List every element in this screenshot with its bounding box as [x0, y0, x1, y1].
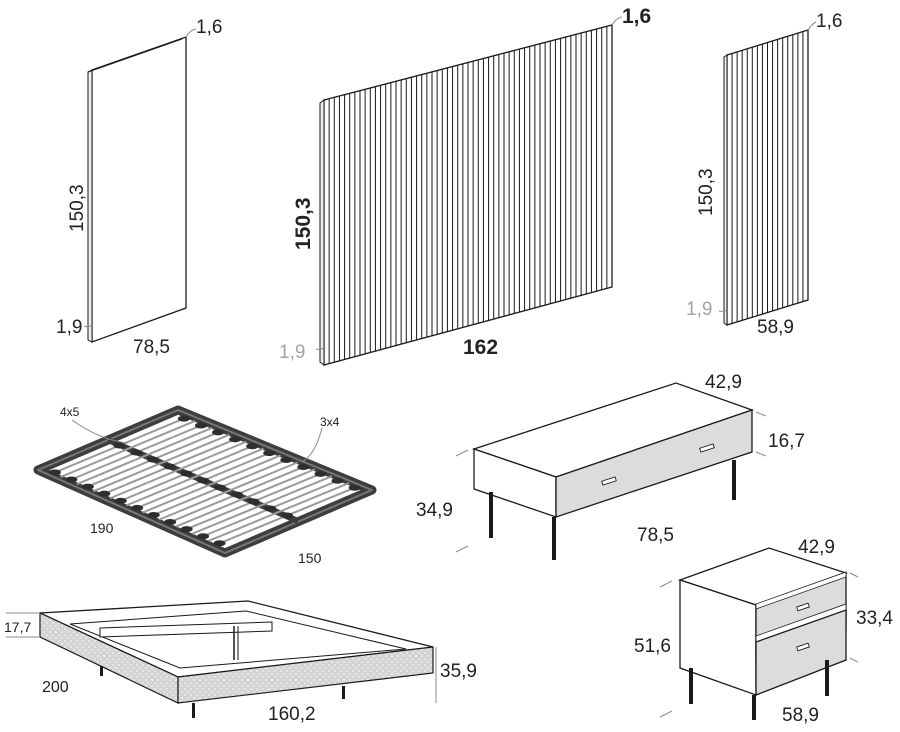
slat-base-callouts: [71, 419, 323, 463]
base-slat-holder: [81, 483, 94, 490]
nightstand: [678, 547, 849, 720]
large-panel-height-label: 150,3: [292, 197, 315, 250]
base-slat-holder: [229, 436, 242, 443]
bed-frame: [39, 600, 434, 718]
bench-chest-dim-lines: [455, 411, 767, 553]
plain-panel: [87, 36, 187, 343]
slat-base-width-label: 150: [298, 550, 322, 566]
large-slatted-panel: [319, 24, 613, 366]
base-slat-holder: [197, 477, 210, 484]
base-slat-holder: [180, 526, 193, 533]
base-slat-holder: [146, 456, 159, 463]
base-slat-holder: [65, 476, 78, 483]
base-slat: [142, 454, 281, 514]
base-slat-holder: [246, 443, 259, 450]
bench-chest-depth-label: 42,9: [705, 372, 742, 393]
small-panel-slats: [731, 31, 804, 324]
base-slat-holder: [263, 450, 276, 457]
large-panel-slats: [328, 26, 608, 364]
base-slat: [175, 468, 316, 528]
base-slat-holders: [48, 415, 361, 547]
base-slat-holder: [314, 470, 327, 477]
base-slat: [191, 475, 333, 535]
base-slat-holder: [164, 519, 177, 526]
small-panel-dim-lines: [718, 21, 817, 312]
base-slat-holder: [194, 422, 207, 429]
plain-panel-dim-lines: [83, 28, 197, 328]
nightstand-drawer-block-height-label: 33,4: [856, 608, 893, 629]
bed-frame-small-height-label: 17,7: [4, 619, 32, 635]
base-slat-holder: [180, 470, 193, 477]
base-slat-holder: [280, 457, 293, 464]
base-slat-holder: [247, 498, 260, 505]
bench-chest: [471, 382, 754, 560]
base-slat-holder: [213, 540, 226, 547]
nightstand-height-label: 51,6: [634, 636, 671, 657]
base-slat: [92, 433, 230, 493]
small-slatted-panel: [723, 29, 809, 326]
base-slat-holder: [348, 484, 361, 491]
base-slat-holder: [98, 490, 111, 497]
bench-chest-width-label: 78,5: [637, 525, 674, 546]
slat-base-corner-label-left: 4x5: [60, 405, 80, 419]
bed-frame-dim-lines: [6, 612, 437, 703]
base-slat-holder: [48, 469, 61, 476]
nightstand-depth-label: 42,9: [798, 537, 835, 558]
small-panel-thickness-label: 1,6: [816, 11, 843, 32]
base-slat-holder: [130, 449, 143, 456]
base-slat: [60, 419, 196, 479]
plain-panel-bottom-offset-label: 1,9: [56, 317, 83, 338]
bed-frame-width-label: 160,2: [268, 704, 316, 725]
plain-panel-thickness-label: 1,6: [196, 17, 223, 38]
small-panel-height-label: 150,3: [696, 168, 717, 216]
plain-panel-width-label: 78,5: [133, 337, 170, 358]
base-slat-holder: [214, 484, 227, 491]
base-slat-holder: [212, 429, 225, 436]
base-slat-holder: [297, 463, 310, 470]
base-slat-holder: [197, 533, 210, 540]
base-slat-holder: [331, 477, 344, 484]
slat-base: [33, 405, 377, 558]
base-slat: [208, 482, 350, 542]
plain-panel-height-label: 150,3: [67, 184, 88, 232]
base-slat-holder: [281, 512, 294, 519]
small-panel-bottom-offset-label: 1,9: [686, 299, 713, 320]
base-slat: [158, 461, 299, 521]
base-slat: [125, 447, 264, 507]
large-panel-dim-lines: [315, 16, 623, 350]
slat-base-corner-label-right: 3x4: [320, 415, 340, 429]
large-panel-bottom-offset-label: 1,9: [279, 342, 306, 363]
large-panel-thickness-label: 1,6: [622, 5, 652, 28]
base-slat-holder: [264, 505, 277, 512]
base-slat-holder: [113, 442, 126, 449]
nightstand-width-label: 58,9: [782, 705, 819, 726]
base-slat-holder: [147, 511, 160, 518]
base-slat: [76, 426, 213, 486]
nightstand-dim-lines: [659, 572, 859, 718]
base-slat-holder: [230, 491, 243, 498]
bed-frame-length-label: 200: [42, 679, 69, 696]
bench-chest-drawer-height-label: 16,7: [768, 431, 805, 452]
base-slat: [109, 440, 247, 500]
bench-chest-height-label: 34,9: [416, 500, 453, 521]
small-panel-width-label: 58,9: [757, 317, 794, 338]
large-panel-width-label: 162: [463, 336, 499, 359]
slat-base-length-label: 190: [90, 520, 114, 536]
base-slat-holder: [114, 497, 127, 504]
base-slat-holder: [177, 415, 190, 422]
base-slat-holder: [131, 504, 144, 511]
base-slat-holder: [163, 463, 176, 470]
bed-frame-total-height-label: 35,9: [440, 661, 477, 682]
